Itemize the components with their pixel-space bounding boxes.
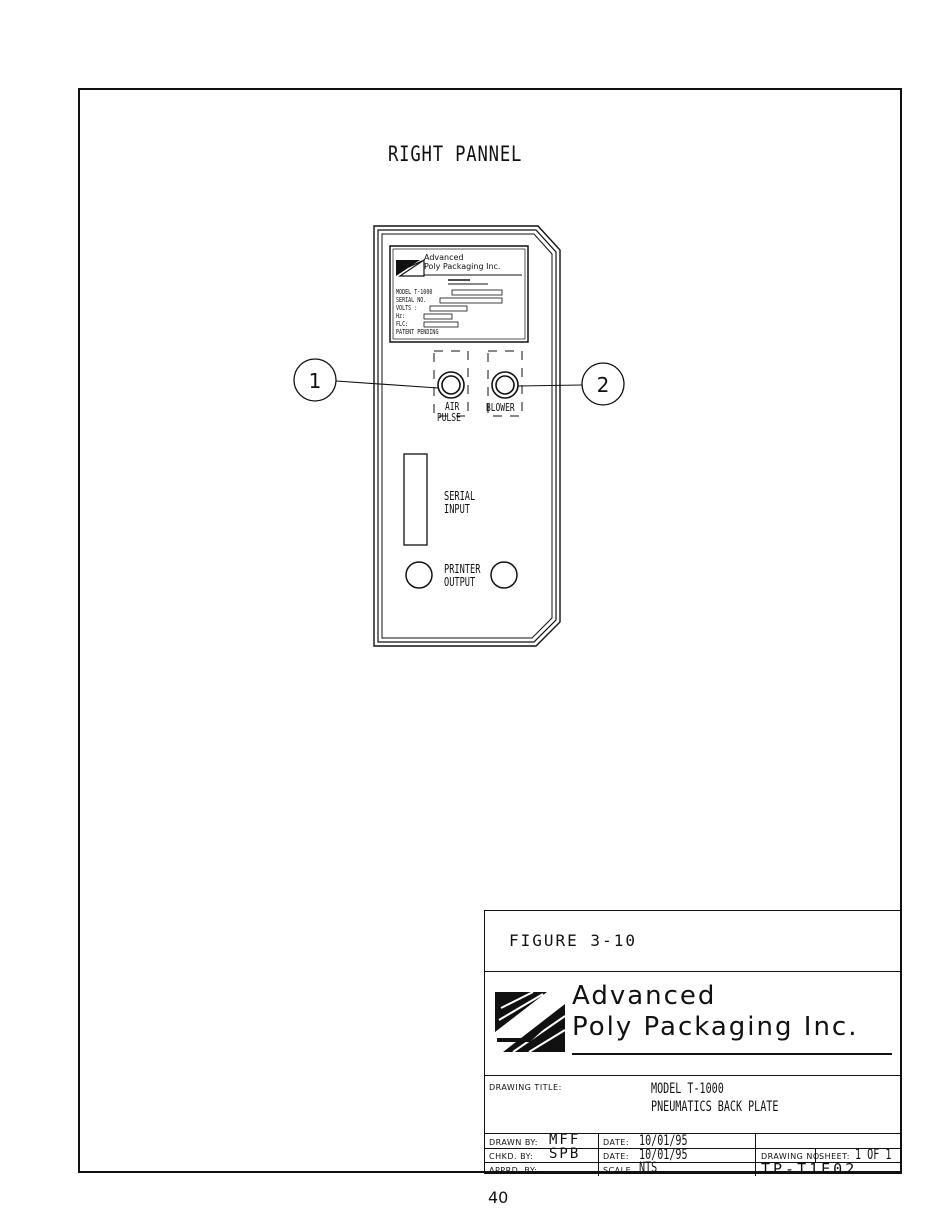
drawing-title-label: DRAWING TITLE: (489, 1083, 562, 1092)
company-underline (572, 1053, 892, 1055)
serial-input-port (403, 453, 428, 546)
drawing-title-section: DRAWING TITLE: MODEL T-1000 PNEUMATICS B… (485, 1075, 901, 1134)
sheet-label: SHEET: (819, 1152, 850, 1161)
sheet-value: 1 OF 1 (855, 1147, 906, 1163)
scale-value: NTS (639, 1160, 664, 1176)
drawing-no-value: TP-T1E02 (761, 1160, 858, 1178)
nameplate (389, 245, 529, 343)
title-block: FIGURE 3-10 Advanced Poly Packaging Inc.… (484, 910, 902, 1178)
drawing-title-line2: PNEUMATICS BACK PLATE (651, 1099, 779, 1115)
date-value-2: 10/01/95 (639, 1147, 706, 1163)
date-label-1: DATE: (603, 1138, 630, 1147)
serial-input-line1: SERIAL (444, 489, 476, 503)
drawing-title-line1: MODEL T-1000 (651, 1081, 724, 1097)
figure-number: FIGURE 3-10 (509, 931, 637, 950)
printer-output-line1: PRINTER (444, 562, 481, 576)
serial-no-label: SERIAL NO. (396, 296, 427, 304)
blower-button (491, 371, 519, 399)
patent-label: PATENT PENDING (396, 328, 439, 336)
chkd-by-label: CHKD. BY: (489, 1152, 534, 1161)
date-value-1-text: 10/01/95 (639, 1133, 688, 1149)
date-value-1: 10/01/95 (639, 1133, 706, 1149)
chkd-by-value: SPB (549, 1146, 581, 1162)
page-title: RIGHT PANNEL (388, 142, 523, 166)
callout-2-number: 2 (597, 373, 610, 397)
scale-label: SCALE (603, 1166, 632, 1175)
hz-label: Hz: (396, 312, 406, 320)
drawing-info-grid: DRAWN BY: MFF DATE: 10/01/95 CHKD. BY: S… (485, 1132, 901, 1178)
callout-1: 1 (293, 358, 439, 402)
date-value-2-text: 10/01/95 (639, 1147, 688, 1163)
nameplate-company-line1: Advanced (424, 253, 464, 262)
company-logo-icon (396, 258, 425, 277)
printer-connector-right (490, 561, 518, 589)
company-name-line2: Poly Packaging Inc. (572, 1012, 859, 1042)
air-label: AIR (445, 400, 460, 413)
air-pulse-button (437, 371, 465, 399)
drawn-by-value: MFF (549, 1132, 581, 1148)
apprd-by-label: APPRD. BY: (489, 1166, 538, 1175)
blower-label-text: BLOWER (486, 401, 515, 414)
nameplate-fields: MODEL T-1000 SERIAL NO. VOLTS : Hz: FLC:… (396, 288, 455, 336)
printer-output-line2: OUTPUT (444, 575, 476, 589)
serial-input-line2: INPUT (444, 502, 471, 516)
company-logo-area: Advanced Poly Packaging Inc. (485, 971, 901, 1076)
drawing-frame (78, 88, 902, 1173)
flc-label: FLC: (396, 320, 409, 328)
drawn-by-label: DRAWN BY: (489, 1138, 538, 1147)
pulse-label: PULSE (437, 411, 461, 424)
model-label: MODEL T-1000 (396, 288, 433, 296)
serial-input-label: SERIAL INPUT (444, 490, 487, 516)
air-pulse-label-group: AIR PULSE (437, 400, 470, 423)
scale-value-text: NTS (639, 1160, 658, 1176)
company-logo-large-icon (495, 991, 566, 1053)
drawing-title-value: MODEL T-1000 PNEUMATICS BACK PLATE (651, 1080, 828, 1116)
volts-label: VOLTS : (396, 304, 418, 312)
nameplate-company-line2: Poly Packaging Inc. (424, 262, 501, 271)
callout-1-number: 1 (309, 369, 322, 393)
drawing-no-label: DRAWING NO. (761, 1152, 823, 1161)
page-number: 40 (488, 1188, 509, 1207)
nameplate-company: Advanced Poly Packaging Inc. (424, 253, 500, 271)
blower-label: BLOWER (486, 401, 526, 414)
company-name-line1: Advanced (572, 981, 717, 1011)
callout-2: 2 (517, 362, 625, 406)
date-label-2: DATE: (603, 1152, 630, 1161)
sheet-value-text: 1 OF 1 (855, 1147, 892, 1163)
printer-output-label: PRINTER OUTPUT (444, 563, 495, 589)
printer-connector-left (405, 561, 433, 589)
